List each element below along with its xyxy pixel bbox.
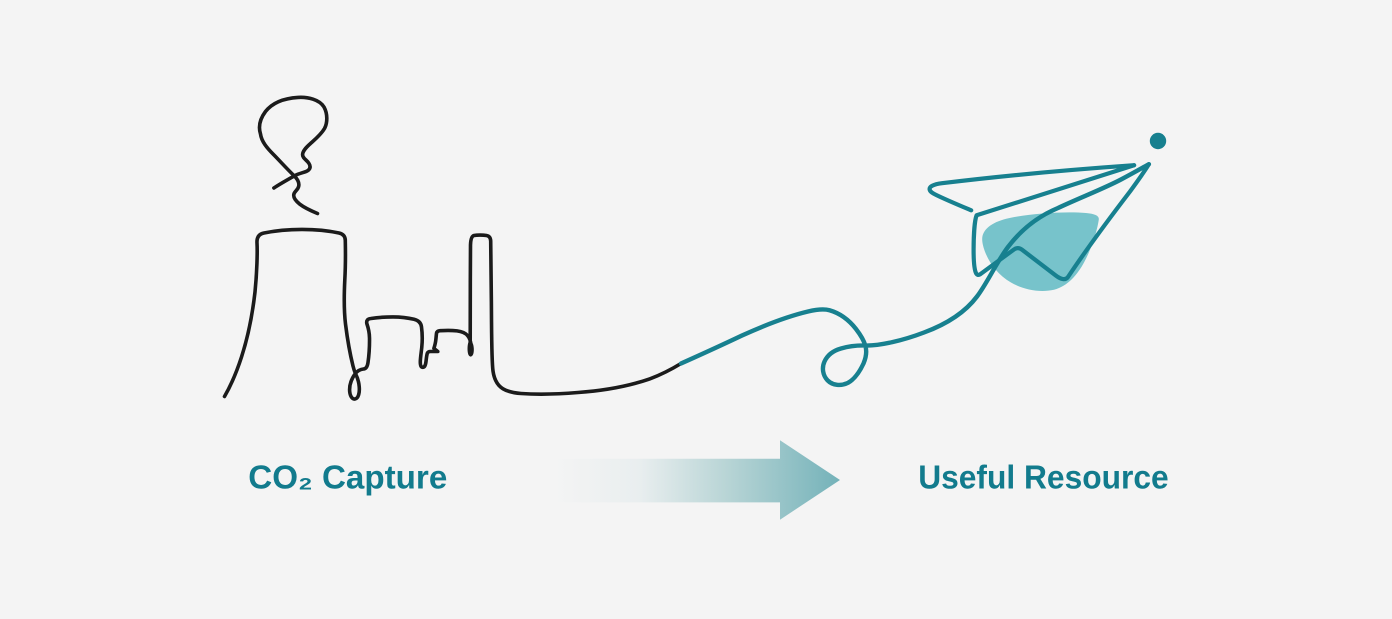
svg-text:Useful Resource: Useful Resource [918,458,1168,495]
svg-text:CO₂ Capture: CO₂ Capture [248,458,447,495]
